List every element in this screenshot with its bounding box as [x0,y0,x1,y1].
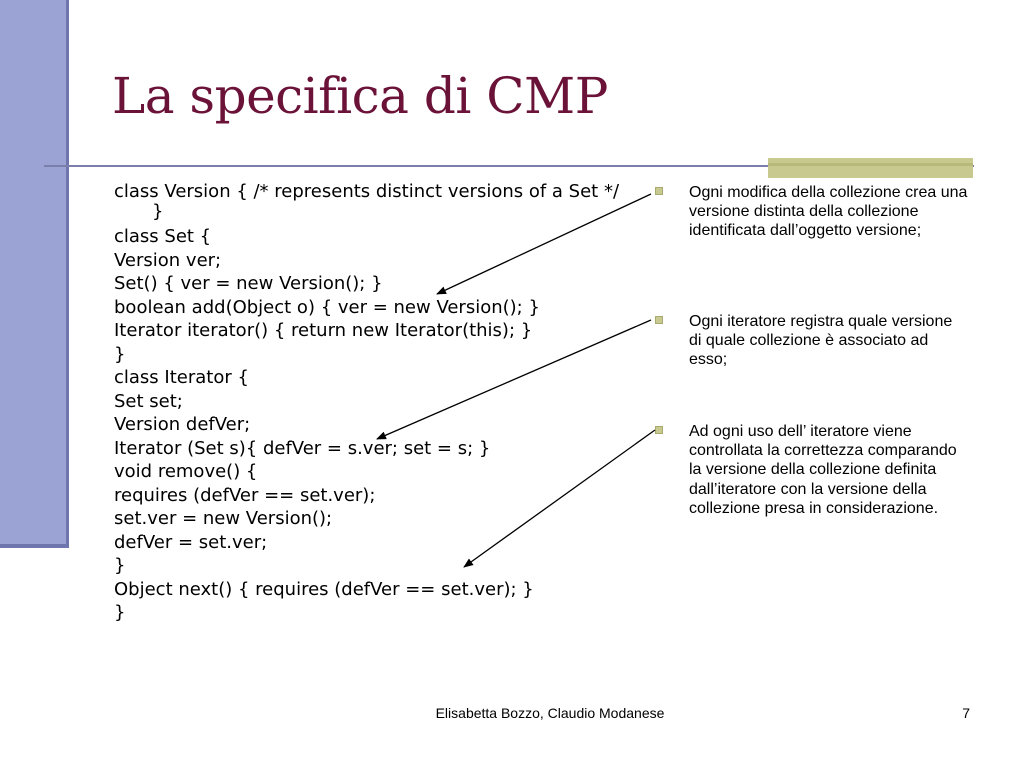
code-line: Set() { ver = new Version(); } [114,273,383,294]
sidebar-band [0,0,66,544]
arrow-next-check [463,429,656,568]
sidebar-shadow [0,544,69,548]
square-bullet-icon [655,187,663,195]
code-line: Iterator (Set s){ defVer = s.ver; set = … [114,437,491,459]
code-line: class Version { /* represents distinct v… [114,181,620,222]
code-line: Set set; [114,390,183,412]
bullet-item: Ogni iteratore registra quale versione d… [655,312,970,370]
code-line: class Set { [114,226,212,247]
code-line: } [114,343,126,365]
arrow-version [436,193,652,295]
code-line: Iterator iterator() { return new Iterato… [114,320,533,341]
accent-bar-line [768,163,973,166]
page-number: 7 [962,705,970,721]
title-divider [44,165,974,167]
bullet-text: Ogni modifica della collezione crea una … [689,184,968,240]
code-line: class Iterator { [114,367,249,388]
sidebar-edge [66,0,69,548]
square-bullet-icon [655,426,663,434]
code-line: boolean add(Object o) { ver = new Versio… [114,296,540,318]
bullet-text: Ogni iteratore registra quale versione d… [689,313,953,369]
bullet-item: Ogni modifica della collezione crea una … [655,183,970,241]
code-line: requires (defVer == set.ver); [114,484,376,506]
code-line: Version defVer; [114,414,251,435]
footer-author: Elisabetta Bozzo, Claudio Modanese [435,705,665,721]
code-line: } [114,602,126,623]
slide-title: La specifica di CMP [112,67,608,125]
square-bullet-icon [655,316,663,324]
bullet-item: Ad ogni uso dell’ iteratore viene contro… [655,422,970,518]
arrow-iterator-version [376,319,652,440]
code-line: void remove() { [114,461,258,482]
code-line: Object next() { requires (defVer == set.… [114,578,534,600]
code-line: defVer = set.ver; [114,531,268,553]
bullet-text: Ad ogni uso dell’ iteratore viene contro… [689,423,957,517]
code-block: class Version { /* represents distinct v… [114,180,634,625]
code-line: } [114,555,126,576]
code-line: set.ver = new Version(); [114,508,333,529]
code-line: Version ver; [114,249,222,271]
